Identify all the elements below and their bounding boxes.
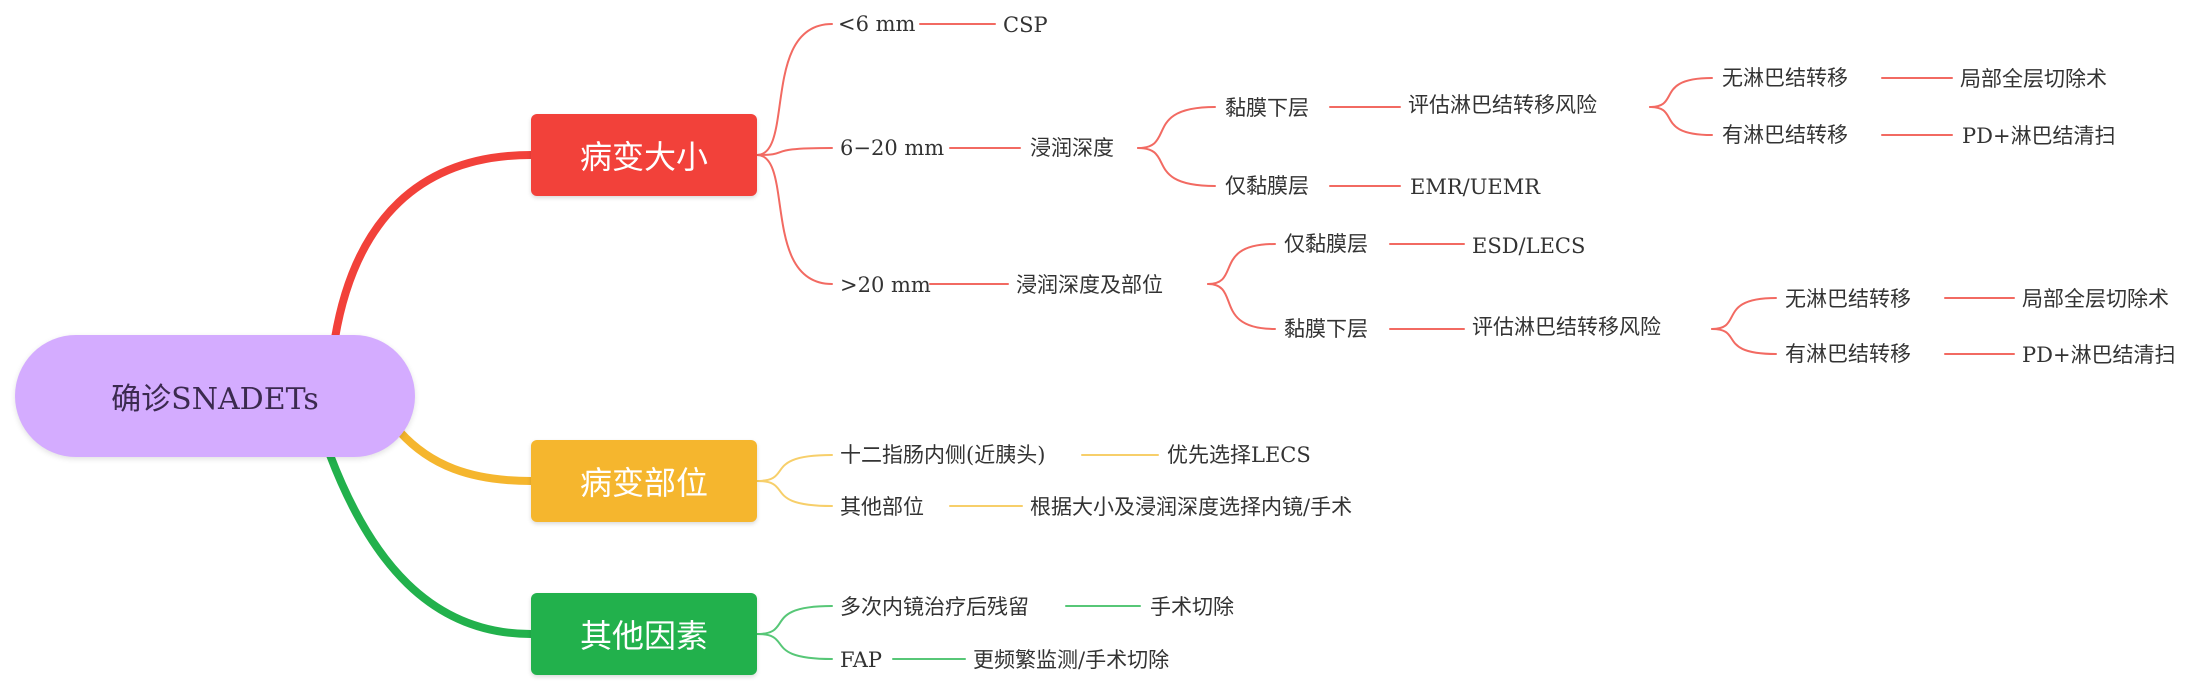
mid-assess-fan-1 xyxy=(1649,106,1713,136)
size-mid-metastasis[interactable]: 有淋巴结转移 xyxy=(1722,123,1848,147)
branch-other-factors[interactable]: 其他因素 xyxy=(531,593,757,675)
large-assess-fan-0 xyxy=(1711,297,1777,330)
size-mid-mucosa[interactable]: 仅黏膜层 xyxy=(1225,174,1309,198)
location-fan-0 xyxy=(756,454,833,482)
size-fan-0 xyxy=(756,23,833,156)
branch-lesion-location[interactable]: 病变部位 xyxy=(531,440,757,522)
other-fap-result[interactable]: 更频繁监测/手术切除 xyxy=(973,648,1170,672)
size-mid-depth[interactable]: 浸润深度 xyxy=(1030,136,1114,160)
location-elsewhere-result[interactable]: 根据大小及浸润深度选择内镜/手术 xyxy=(1030,495,1353,519)
mid-assess-fan-0 xyxy=(1649,77,1713,108)
location-medial[interactable]: 十二指肠内侧(近胰头) xyxy=(840,443,1046,467)
mid-depth-fan-1 xyxy=(1137,147,1216,187)
size-small-label[interactable]: <6 mm xyxy=(838,12,916,36)
location-fan-1 xyxy=(756,480,833,507)
size-large-assess[interactable]: 评估淋巴结转移风险 xyxy=(1472,315,1661,339)
size-mid-metastasis-result[interactable]: PD+淋巴结清扫 xyxy=(1962,124,2116,148)
size-mid-no-metastasis-result[interactable]: 局部全层切除术 xyxy=(1960,67,2107,91)
large-depth-fan-0 xyxy=(1207,243,1276,285)
size-large-metastasis-result[interactable]: PD+淋巴结清扫 xyxy=(2022,343,2176,367)
size-large-submucosa[interactable]: 黏膜下层 xyxy=(1284,317,1368,341)
size-mid-no-metastasis[interactable]: 无淋巴结转移 xyxy=(1722,66,1848,90)
other-fan-0 xyxy=(756,605,833,635)
size-large-metastasis[interactable]: 有淋巴结转移 xyxy=(1785,342,1911,366)
size-fan-2 xyxy=(756,154,833,285)
location-medial-result[interactable]: 优先选择LECS xyxy=(1167,443,1311,467)
branch-lesion-size[interactable]: 病变大小 xyxy=(531,114,757,196)
size-large-mucosa-result[interactable]: ESD/LECS xyxy=(1472,234,1586,258)
size-large-depth[interactable]: 浸润深度及部位 xyxy=(1016,273,1163,297)
root-to-size-edge xyxy=(331,151,535,342)
size-mid-mucosa-result[interactable]: EMR/UEMR xyxy=(1410,175,1541,199)
location-elsewhere[interactable]: 其他部位 xyxy=(840,495,924,519)
size-large-no-metastasis-result[interactable]: 局部全层切除术 xyxy=(2022,287,2169,311)
size-mid-assess[interactable]: 评估淋巴结转移风险 xyxy=(1408,93,1597,117)
mid-depth-fan-0 xyxy=(1137,106,1216,149)
size-large-no-metastasis[interactable]: 无淋巴结转移 xyxy=(1785,287,1911,311)
root-to-other-edge xyxy=(326,451,535,638)
other-fan-1 xyxy=(756,633,833,660)
size-fan-1 xyxy=(756,147,833,156)
size-large-mucosa[interactable]: 仅黏膜层 xyxy=(1284,232,1368,256)
large-assess-fan-1 xyxy=(1711,328,1777,355)
size-mid-label[interactable]: 6−20 mm xyxy=(840,136,945,160)
size-small-result[interactable]: CSP xyxy=(1003,13,1048,37)
other-residual[interactable]: 多次内镜治疗后残留 xyxy=(840,595,1029,619)
size-large-label[interactable]: >20 mm xyxy=(840,273,931,297)
other-fap[interactable]: FAP xyxy=(840,648,883,672)
root-node[interactable]: 确诊SNADETs xyxy=(15,335,415,457)
other-residual-result[interactable]: 手术切除 xyxy=(1150,595,1234,619)
size-mid-submucosa[interactable]: 黏膜下层 xyxy=(1225,96,1309,120)
large-depth-fan-1 xyxy=(1207,283,1276,330)
root-to-location-edge xyxy=(396,428,535,485)
